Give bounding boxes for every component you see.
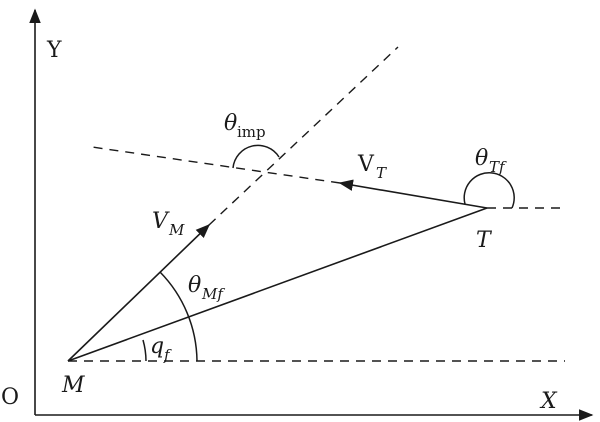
target-velocity-symbol: V [357, 152, 375, 177]
missile-velocity-extension [208, 46, 399, 226]
target-velocity-extension [91, 146, 341, 184]
los-angle-symbol: q [150, 334, 164, 359]
origin-label: O [1, 385, 19, 410]
y-axis-label: Y [46, 38, 62, 63]
los-angle-subscript: f [163, 346, 172, 364]
missile-velocity-symbol: V [152, 209, 170, 234]
target-velocity-vector [338, 179, 488, 209]
los-angle-arc [142, 339, 147, 362]
missile-heading-angle-subscript: Mf [201, 285, 225, 303]
missile-heading-angle-arc [159, 271, 198, 362]
impact-angle-symbol: θ [224, 111, 237, 136]
target-heading-angle-arc [463, 171, 515, 209]
impact-angle-arc [232, 144, 280, 169]
impact-angle-subscript: imp [237, 123, 266, 141]
line-of-sight [67, 207, 488, 362]
impact-angle-label: θ imp [224, 111, 266, 141]
missile-heading-angle-label: θ Mf [188, 273, 225, 303]
target-velocity-label: V T [357, 152, 387, 182]
missile-heading-angle-symbol: θ [188, 273, 201, 298]
target-heading-angle-label: θ Tf [475, 146, 507, 176]
missile-velocity-vector [67, 224, 211, 362]
missile-point-label: M [61, 373, 85, 398]
x-axis-label: X [539, 389, 558, 414]
los-angle-label: q f [150, 334, 172, 364]
target-heading-angle-subscript: Tf [489, 158, 507, 176]
target-point-label: T [476, 228, 493, 253]
target-heading-angle-symbol: θ [475, 146, 488, 171]
missile-velocity-label: V M [152, 209, 185, 239]
missile-velocity-subscript: M [168, 221, 185, 239]
target-velocity-subscript: T [376, 164, 387, 182]
